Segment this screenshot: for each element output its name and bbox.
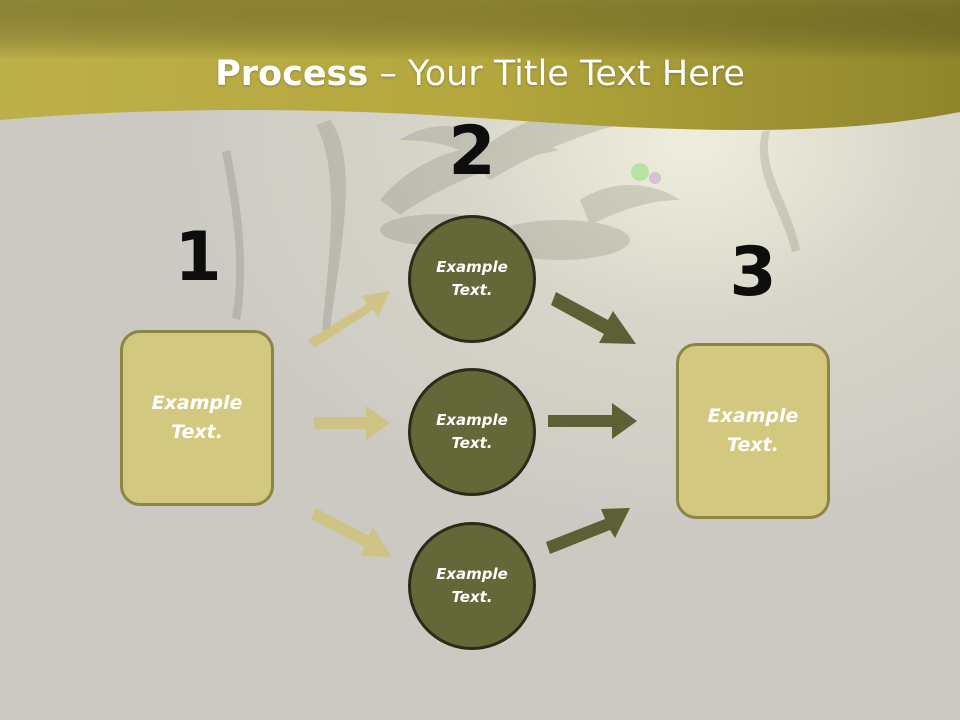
circle-middle-text: Example Text. xyxy=(436,411,508,452)
title-text: Your Title Text Here xyxy=(407,54,745,94)
circle-top-text: Example Text. xyxy=(436,258,508,299)
circle-bottom-text: Example Text. xyxy=(436,565,508,606)
step-number-3: 3 xyxy=(729,233,777,312)
arrow-right-middle xyxy=(548,403,637,439)
slide-title: Process – Your Title Text Here xyxy=(0,50,960,98)
green-glow-icon xyxy=(631,163,649,181)
step-number-1: 1 xyxy=(174,218,222,297)
title-separator: – xyxy=(368,54,408,94)
arrow-right-top xyxy=(551,292,636,344)
step-3-box[interactable]: Example Text. xyxy=(676,343,830,519)
title-bold: Process xyxy=(215,54,369,94)
step-2-circle-top[interactable]: Example Text. xyxy=(408,215,536,343)
arrow-left-top xyxy=(308,291,390,348)
arrow-left-middle xyxy=(314,406,390,440)
step-1-box-text: Example Text. xyxy=(151,392,243,443)
step-2-circle-middle[interactable]: Example Text. xyxy=(408,368,536,496)
step-1-box[interactable]: Example Text. xyxy=(120,330,274,506)
step-number-2: 2 xyxy=(448,112,496,191)
step-2-circle-bottom[interactable]: Example Text. xyxy=(408,522,536,650)
step-3-box-text: Example Text. xyxy=(707,405,799,456)
arrow-right-bottom xyxy=(546,508,630,554)
arrow-left-bottom xyxy=(311,508,392,557)
